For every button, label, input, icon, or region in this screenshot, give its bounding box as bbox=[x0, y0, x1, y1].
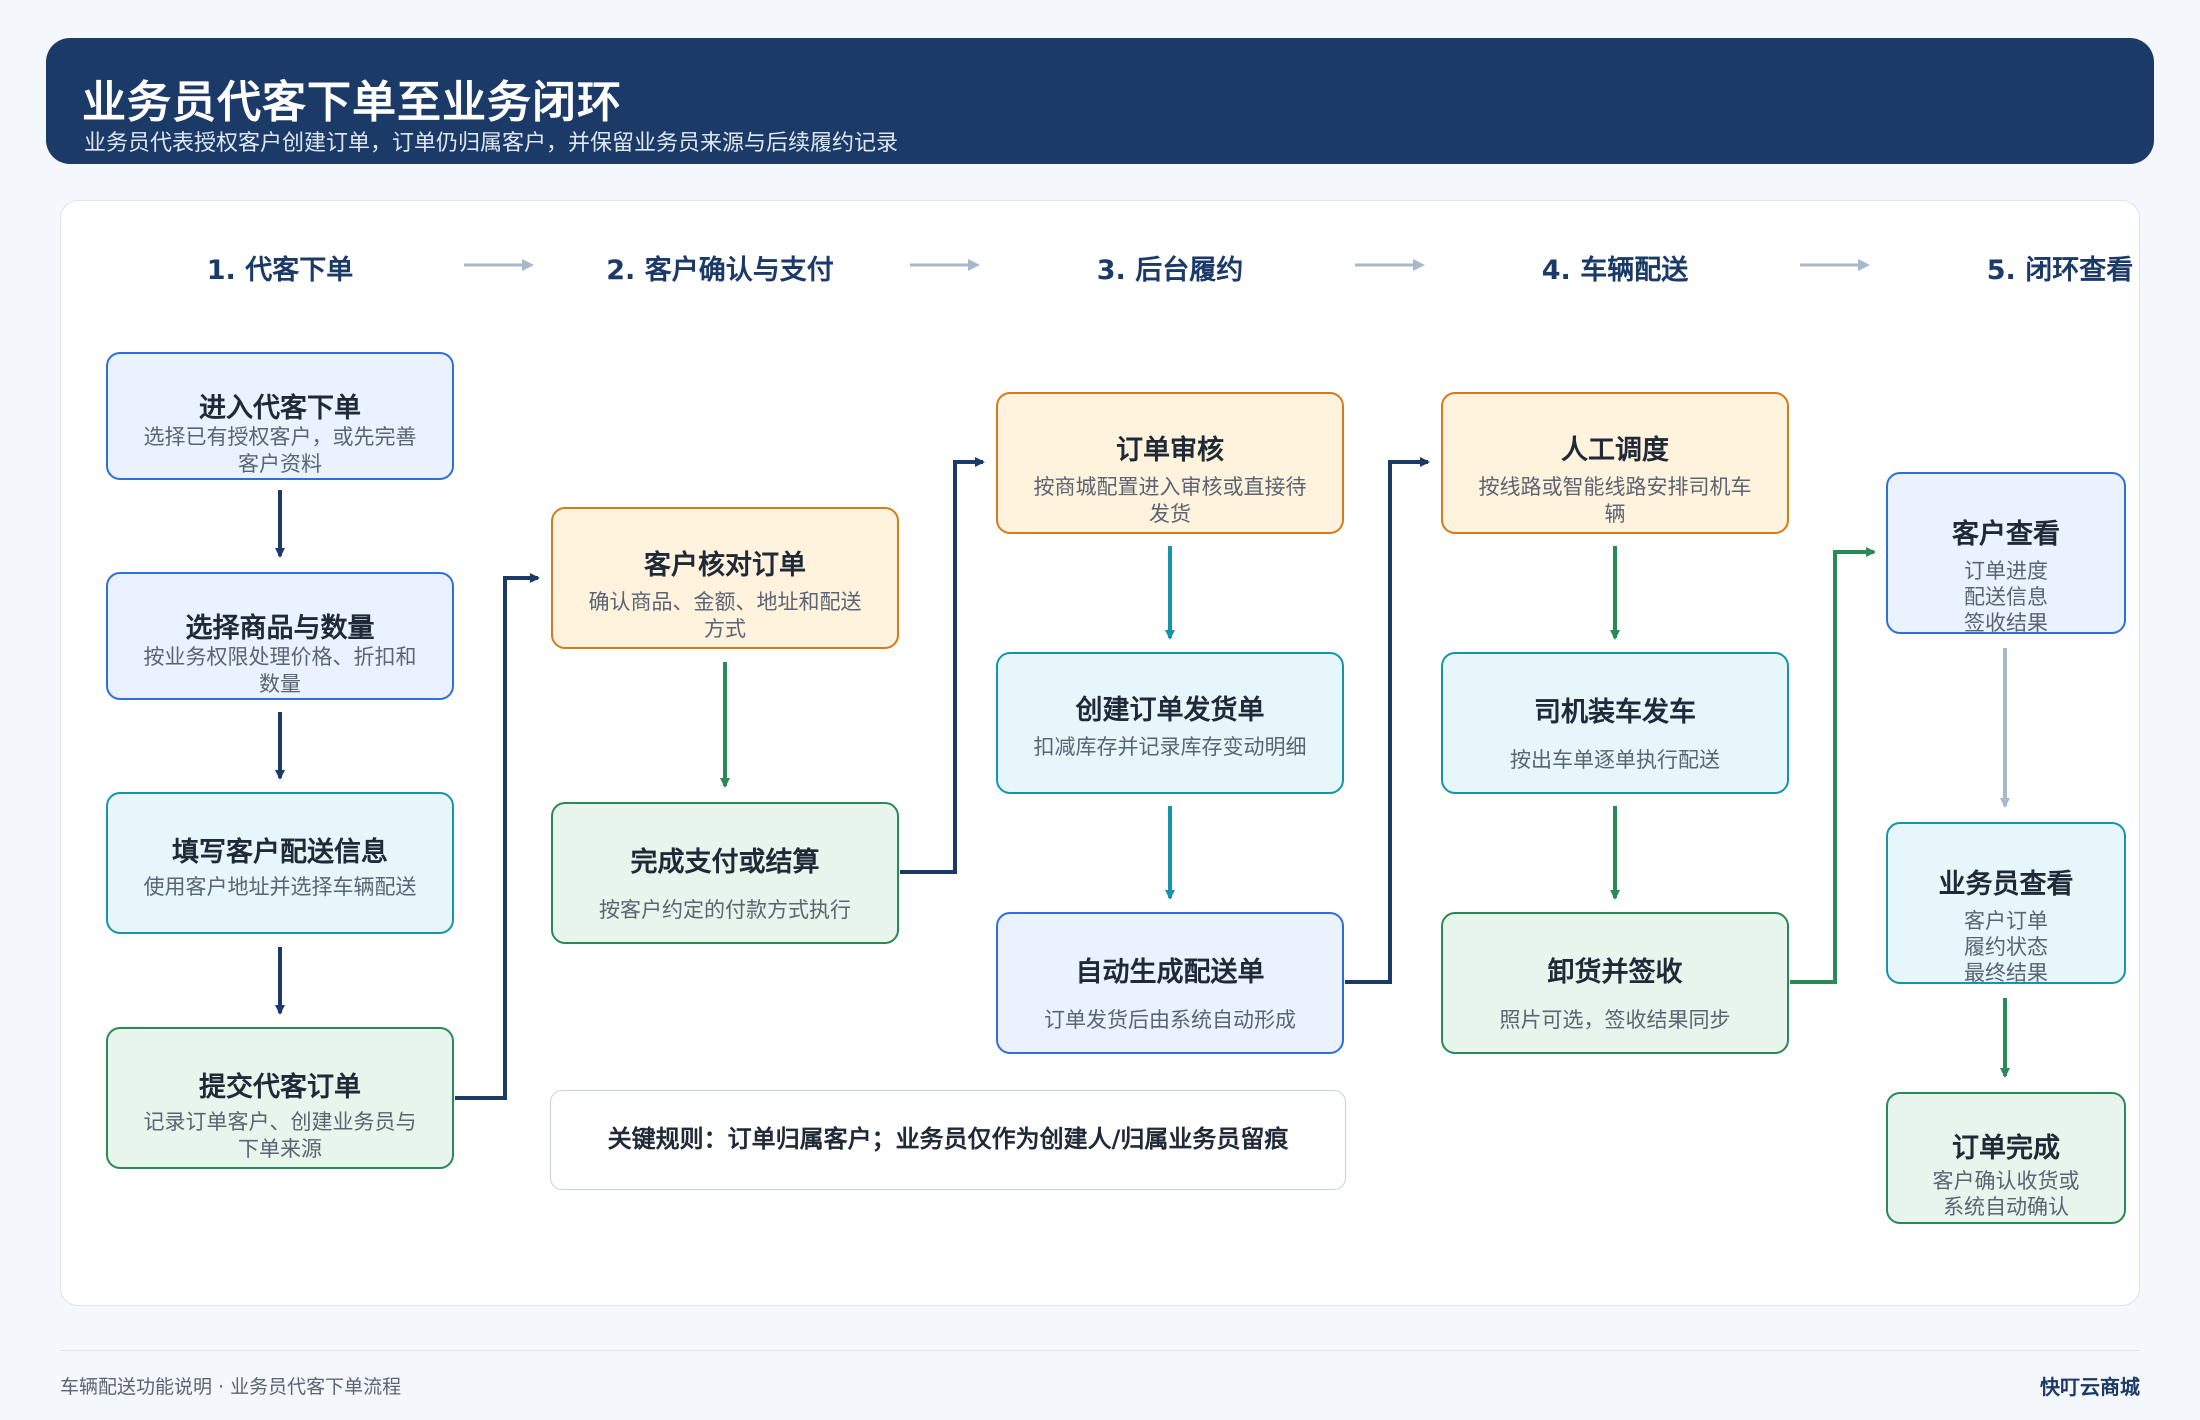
step-line: 签收结果 bbox=[1964, 611, 2048, 635]
step-manual-dispatch: 人工调度 按线路或智能线路安排司机车辆 bbox=[1441, 392, 1789, 534]
stage-4-label: 4. 车辆配送 bbox=[1541, 255, 1689, 286]
footer-brand: 快叮云商城 bbox=[2040, 1375, 2140, 1399]
step-line: 配送信息 bbox=[1964, 585, 2048, 609]
step-desc: 按商城配置进入审核或直接待发货 bbox=[1033, 475, 1307, 526]
step-salesperson-view: 业务员查看 客户订单 履约状态 最终结果 bbox=[1886, 822, 2126, 985]
stage-arrow-icon bbox=[464, 259, 534, 271]
step-title: 自动生成配送单 bbox=[1075, 957, 1265, 988]
key-rule-note: 关键规则：订单归属客户；业务员仅作为创建人/归属业务员留痕 bbox=[550, 1090, 1346, 1190]
step-title: 提交代客订单 bbox=[199, 1072, 361, 1103]
stage-5-label: 5. 闭环查看 bbox=[1986, 255, 2134, 286]
step-order-review: 订单审核 按商城配置进入审核或直接待发货 bbox=[996, 392, 1344, 534]
footer-divider bbox=[60, 1350, 2140, 1351]
step-auto-delivery-order: 自动生成配送单 订单发货后由系统自动形成 bbox=[996, 912, 1344, 1054]
step-title: 人工调度 bbox=[1561, 435, 1669, 466]
step-title: 填写客户配送信息 bbox=[172, 837, 388, 868]
step-title: 司机装车发车 bbox=[1534, 697, 1696, 728]
stage-1-label: 1. 代客下单 bbox=[206, 255, 354, 286]
step-title: 卸货并签收 bbox=[1547, 957, 1683, 988]
step-select-products: 选择商品与数量 按业务权限处理价格、折扣和数量 bbox=[106, 572, 454, 700]
step-line: 系统自动确认 bbox=[1943, 1195, 2069, 1219]
connector-arrow bbox=[1345, 457, 1430, 984]
step-complete-payment: 完成支付或结算 按客户约定的付款方式执行 bbox=[551, 802, 899, 944]
step-driver-load-depart: 司机装车发车 按出车单逐单执行配送 bbox=[1441, 652, 1789, 794]
step-title: 选择商品与数量 bbox=[185, 613, 375, 644]
connector-arrow bbox=[1790, 547, 1876, 984]
step-enter-proxy-order: 进入代客下单 选择已有授权客户，或先完善客户资料 bbox=[106, 352, 454, 480]
step-desc: 按客户约定的付款方式执行 bbox=[599, 898, 851, 922]
step-customer-verify-order: 客户核对订单 确认商品、金额、地址和配送方式 bbox=[551, 507, 899, 649]
step-title: 客户核对订单 bbox=[644, 550, 806, 581]
step-title: 业务员查看 bbox=[1938, 869, 2074, 900]
connector-arrow bbox=[900, 457, 985, 874]
step-customer-view: 客户查看 订单进度 配送信息 签收结果 bbox=[1886, 472, 2126, 635]
step-line: 客户订单 bbox=[1964, 909, 2048, 933]
step-title: 创建订单发货单 bbox=[1075, 695, 1265, 726]
step-title: 完成支付或结算 bbox=[630, 847, 820, 878]
step-desc: 使用客户地址并选择车辆配送 bbox=[143, 875, 417, 899]
step-desc: 订单发货后由系统自动形成 bbox=[1044, 1008, 1296, 1032]
step-desc: 按出车单逐单执行配送 bbox=[1510, 748, 1720, 772]
step-desc: 扣减库存并记录库存变动明细 bbox=[1033, 735, 1307, 759]
step-desc: 确认商品、金额、地址和配送方式 bbox=[588, 590, 862, 641]
step-title: 进入代客下单 bbox=[199, 393, 361, 424]
stage-arrow-icon bbox=[1800, 259, 1870, 271]
page-subtitle: 业务员代表授权客户创建订单，订单仍归属客户，并保留业务员来源与后续履约记录 bbox=[84, 131, 899, 156]
connector-arrow bbox=[455, 573, 540, 1100]
stage-2-label: 2. 客户确认与支付 bbox=[606, 255, 834, 286]
page-title: 业务员代客下单至业务闭环 bbox=[82, 77, 622, 128]
step-desc: 按业务权限处理价格、折扣和数量 bbox=[143, 645, 417, 696]
step-unload-sign: 卸货并签收 照片可选，签收结果同步 bbox=[1441, 912, 1789, 1054]
step-desc: 照片可选，签收结果同步 bbox=[1499, 1008, 1731, 1032]
step-submit-proxy-order: 提交代客订单 记录订单客户、创建业务员与下单来源 bbox=[106, 1027, 454, 1169]
stage-arrow-icon bbox=[910, 259, 980, 271]
step-desc: 记录订单客户、创建业务员与下单来源 bbox=[143, 1110, 417, 1161]
step-desc: 按线路或智能线路安排司机车辆 bbox=[1478, 475, 1752, 526]
step-order-complete: 订单完成 客户确认收货或 系统自动确认 bbox=[1886, 1092, 2126, 1224]
step-title: 订单完成 bbox=[1952, 1133, 2060, 1164]
step-line: 客户确认收货或 bbox=[1932, 1169, 2080, 1193]
stage-3-label: 3. 后台履约 bbox=[1096, 255, 1244, 286]
step-title: 客户查看 bbox=[1952, 519, 2060, 550]
step-line: 履约状态 bbox=[1964, 935, 2048, 959]
step-line: 最终结果 bbox=[1964, 961, 2048, 985]
stage-arrow-icon bbox=[1355, 259, 1425, 271]
step-fill-delivery-info: 填写客户配送信息 使用客户地址并选择车辆配送 bbox=[106, 792, 454, 934]
step-create-shipment: 创建订单发货单 扣减库存并记录库存变动明细 bbox=[996, 652, 1344, 794]
step-title: 订单审核 bbox=[1116, 435, 1224, 466]
footer-caption: 车辆配送功能说明 · 业务员代客下单流程 bbox=[60, 1376, 402, 1398]
step-line: 订单进度 bbox=[1964, 559, 2048, 583]
page-header: 业务员代客下单至业务闭环 业务员代表授权客户创建订单，订单仍归属客户，并保留业务… bbox=[46, 38, 2154, 164]
step-desc: 选择已有授权客户，或先完善客户资料 bbox=[143, 425, 417, 476]
